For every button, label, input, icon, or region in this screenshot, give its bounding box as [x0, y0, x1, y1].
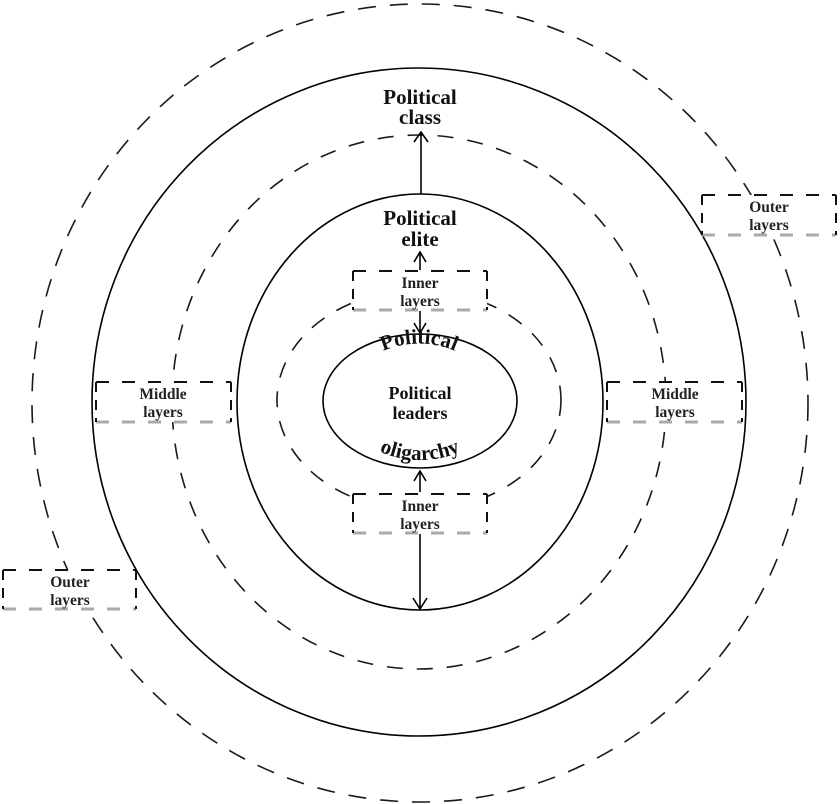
arrow-elite-to-class — [413, 130, 429, 194]
core-arc-bottom-label: oligarchy — [377, 434, 463, 466]
core-arc-bottom-text: oligarchy — [377, 434, 463, 466]
political-class-ring — [91, 67, 747, 737]
political-class-line1: Political — [383, 85, 457, 109]
middle-layers-left-line1: Middle — [139, 386, 186, 403]
core-center-line1: Political — [389, 383, 452, 403]
outer-layers-bottom-left-line1: Outer — [50, 574, 90, 591]
political-elite-label: Political elite — [383, 206, 457, 251]
middle-layers-right-line1: Middle — [651, 386, 698, 403]
inner-dashed-ring — [276, 289, 562, 511]
political-elite-line1: Political — [383, 206, 457, 230]
arrow-inner-to-core — [413, 311, 427, 335]
inner-layers-bottom-line2: layers — [400, 516, 440, 533]
outer-layers-top-right-line1: Outer — [749, 199, 789, 216]
arrow-inner-bottom-to-elite-edge — [412, 534, 428, 611]
core-center-line2: leaders — [393, 403, 448, 423]
inner-layers-top-line2: layers — [400, 293, 440, 310]
core-arc-top-label: Political — [377, 325, 463, 356]
political-class-line2: class — [399, 105, 441, 129]
middle-layers-box-left: Middle layers — [95, 381, 232, 424]
middle-layers-left-line2: layers — [143, 404, 183, 421]
political-elite-line2: elite — [401, 227, 438, 251]
inner-layers-top-line1: Inner — [401, 275, 438, 292]
arrow-core-to-inner-bottom — [413, 469, 427, 492]
core-arc-top-text: Political — [377, 325, 463, 356]
arrow-inner-to-elite — [413, 250, 427, 270]
outer-layers-bottom-left-line2: layers — [50, 592, 90, 609]
middle-layers-right-line2: layers — [655, 404, 695, 421]
middle-layers-box-right: Middle layers — [606, 381, 743, 424]
outer-dashed-ring — [31, 3, 809, 803]
outer-layers-box-top-right: Outer layers — [701, 194, 837, 237]
political-class-label: Political class — [383, 85, 457, 129]
inner-layers-bottom-line1: Inner — [401, 498, 438, 515]
inner-layers-box-top: Inner layers — [352, 270, 488, 312]
inner-layers-box-bottom: Inner layers — [352, 493, 488, 535]
outer-layers-top-right-line2: layers — [749, 217, 789, 234]
outer-layers-box-bottom-left: Outer layers — [2, 569, 137, 611]
